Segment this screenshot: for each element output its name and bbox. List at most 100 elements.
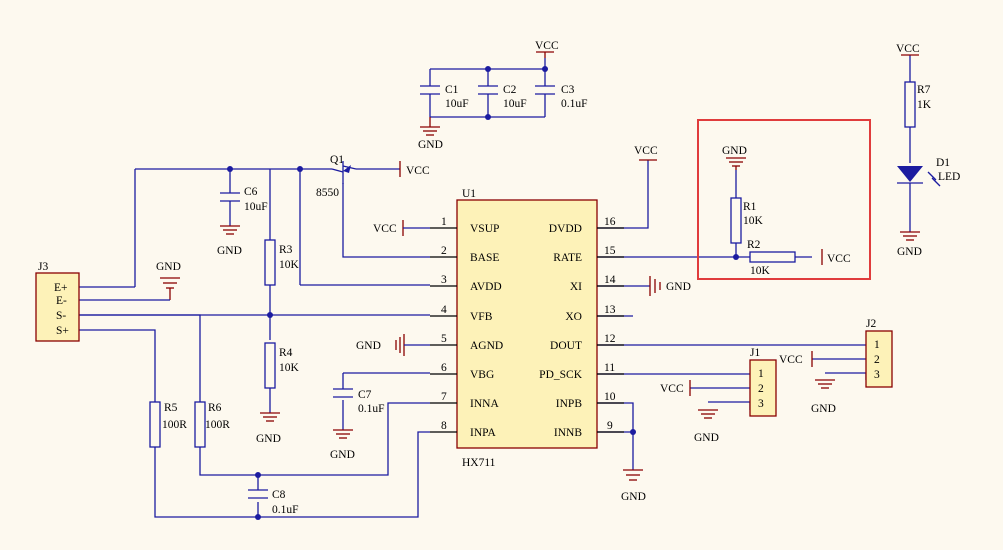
led-d1[interactable]: D1 LED [897, 157, 960, 187]
gnd-label: GND [217, 245, 242, 257]
pin-number: 15 [604, 245, 616, 257]
pin-number: 16 [604, 216, 616, 228]
gnd-symbol: GND [897, 231, 922, 258]
pin-number: 9 [607, 420, 613, 432]
gnd-symbol: GND [256, 412, 281, 445]
capacitor-c1[interactable]: C1 10uF [420, 84, 469, 110]
resistor-body [194, 401, 206, 448]
resistor-ref: R4 [279, 347, 293, 359]
resistor-r3[interactable]: R3 10K [264, 239, 300, 286]
pin-name: INNB [554, 427, 582, 439]
junction-dot [255, 514, 261, 520]
gnd-symbol: GND [722, 145, 747, 170]
emitter-arrow [343, 165, 351, 173]
cap-ref: C8 [272, 489, 286, 501]
gnd-symbol: GND [330, 429, 355, 461]
ic-u1[interactable]: U1 HX711 1 2 3 4 5 6 7 8 VSUP BASE AV [430, 188, 624, 469]
connector-ref: J1 [750, 347, 760, 359]
junction-dot [297, 166, 303, 172]
pin-name: XO [565, 311, 582, 323]
cap-value: 0.1uF [561, 98, 588, 110]
resistor-r7[interactable]: R7 1K [904, 81, 932, 128]
capacitor-c6[interactable]: C6 10uF [220, 186, 268, 226]
junctions [227, 66, 739, 520]
junction-dot [255, 472, 261, 478]
capacitor-c7[interactable]: C7 0.1uF [333, 388, 385, 415]
resistor-value: 1K [917, 99, 932, 111]
pin-name: RATE [553, 252, 582, 264]
gnd-label: GND [722, 145, 747, 157]
resistor-body [749, 251, 796, 263]
pin-number: 2 [441, 245, 447, 257]
pin-number: 7 [441, 391, 447, 403]
resistor-body [264, 239, 276, 286]
pin-name: INPB [556, 398, 583, 410]
connector-j2[interactable]: J2 1 2 3 [865, 318, 893, 388]
capacitor-c2[interactable]: C2 10uF [478, 84, 527, 110]
gnd-label: GND [694, 432, 719, 444]
pin-number: 8 [441, 420, 447, 432]
resistor-ref: R7 [917, 84, 931, 96]
pin-number: 10 [604, 391, 616, 403]
pin-name: INPA [470, 427, 496, 439]
resistor-body [904, 81, 916, 128]
vcc-label: VCC [896, 43, 920, 55]
vcc-symbol: VCC [821, 249, 851, 265]
highlight-box [697, 119, 871, 280]
pin-name: DVDD [549, 223, 582, 235]
vcc-symbol: VCC [779, 351, 813, 367]
resistor-ref: R5 [164, 402, 178, 414]
junction-dot [733, 254, 739, 260]
resistor-value: 100R [205, 419, 230, 431]
vcc-symbol: VCC [660, 380, 691, 396]
vcc-label: VCC [779, 354, 803, 366]
resistor-ref: R3 [279, 244, 293, 256]
transistor-q1[interactable]: Q1 8550 [316, 154, 357, 199]
vcc-symbol: VCC [373, 220, 430, 236]
connector-j1[interactable]: J1 1 2 3 [749, 347, 777, 417]
resistor-body [149, 401, 161, 448]
resistor-r1[interactable]: R1 10K [730, 197, 764, 244]
cap-value: 0.1uF [358, 403, 385, 415]
vcc-label: VCC [373, 223, 397, 235]
resistor-r6[interactable]: R6 100R [194, 401, 230, 448]
ic-part: HX711 [462, 457, 496, 469]
resistor-ref: R2 [747, 239, 761, 251]
ic-body [456, 199, 598, 449]
ic-left-pin-numbers: 1 2 3 4 5 6 7 8 [441, 216, 447, 432]
gnd-symbol: GND [811, 379, 836, 415]
junction-dot [630, 429, 636, 435]
connector-body [865, 330, 893, 388]
ic-right-pin-names: DVDD RATE XI XO DOUT PD_SCK INPB INNB [539, 223, 583, 439]
resistor-r4[interactable]: R4 10K [264, 342, 300, 389]
connector-pin: S- [56, 310, 66, 322]
capacitor-c8[interactable]: C8 0.1uF [248, 489, 299, 516]
resistor-r2[interactable]: R2 10K [747, 239, 796, 277]
cap-value: 10uF [503, 98, 527, 110]
connector-ref: J3 [38, 261, 48, 273]
gnd-symbol: GND [418, 117, 443, 151]
resistor-r5[interactable]: R5 100R [149, 401, 187, 448]
resistor-body [264, 342, 276, 389]
gnd-symbol: GND [649, 276, 691, 296]
transistor-ref: Q1 [330, 154, 344, 166]
ic-left-pin-names: VSUP BASE AVDD VFB AGND VBG INNA INPA [470, 223, 503, 439]
cap-gap [248, 490, 268, 498]
vcc-symbol: VCC [634, 145, 658, 161]
gnd-label: GND [356, 340, 381, 352]
cap-ref: C7 [358, 389, 372, 401]
connector-j3[interactable]: J3 E+ E- S- S+ [35, 261, 80, 342]
pin-number: 6 [441, 362, 447, 374]
ic-ref: U1 [462, 188, 476, 200]
cap-gap [420, 86, 440, 94]
pin-number: 5 [441, 333, 447, 345]
resistor-body [730, 197, 742, 244]
rate-config-highlight [697, 119, 871, 280]
cap-ref: C2 [503, 84, 517, 96]
connector-body [749, 359, 777, 417]
capacitor-c3[interactable]: C3 0.1uF [535, 84, 588, 110]
junction-dot [485, 114, 491, 120]
connector-pin: E- [56, 295, 67, 307]
resistor-value: 10K [279, 259, 300, 271]
